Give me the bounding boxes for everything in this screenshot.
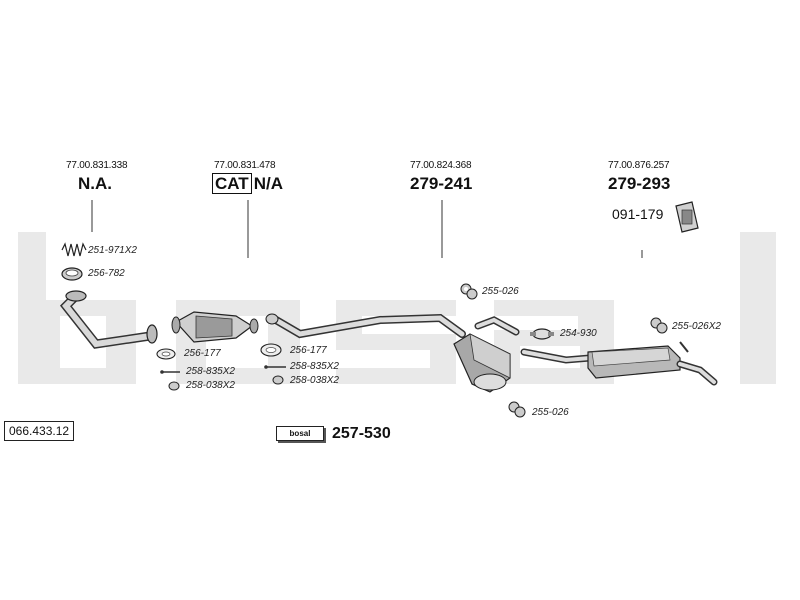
oem-number-3: 77.00.824.368 — [410, 160, 472, 171]
fixings-set-1 — [156, 348, 180, 391]
oem-number-1: 77.00.831.338 — [66, 160, 128, 171]
oem-number-4: 77.00.876.257 — [608, 160, 670, 171]
part-number-3: 279-241 — [410, 174, 473, 193]
leader-lines — [91, 200, 643, 258]
label-bolt-2: 258-835X2 — [290, 361, 339, 372]
middle-silencer — [453, 333, 511, 393]
rear-silencer — [520, 341, 718, 386]
label-clamp: 254-930 — [560, 328, 597, 339]
cat-part-value: N/A — [253, 174, 283, 193]
label-spring: 251-971X2 — [88, 245, 137, 256]
spring-part — [61, 242, 87, 257]
label-nut-2: 258-038X2 — [290, 375, 339, 386]
part-number-1: N.A. — [78, 174, 112, 193]
label-ring: 256-782 — [88, 268, 125, 279]
catalytic-converter — [171, 311, 259, 343]
label-hanger-top: 255-026 — [482, 286, 519, 297]
label-hanger-right: 255-026X2 — [672, 321, 721, 332]
middle-pipe — [265, 313, 520, 339]
diagram-code: 066.433.12 — [4, 421, 75, 441]
part-number-4: 279-293 — [608, 174, 671, 193]
kit-part-number: 257-530 — [332, 425, 391, 442]
extra-part-number: 091-179 — [612, 206, 664, 222]
cat-label: CAT — [212, 173, 252, 194]
bosal-watermark — [18, 232, 776, 384]
label-bolt-1: 258-835X2 — [186, 366, 235, 377]
clamp-part — [530, 328, 554, 340]
oem-number-2: 77.00.831.478 — [214, 160, 276, 171]
label-hanger-bottom: 255-026 — [532, 407, 569, 418]
label-gasket-1: 256-177 — [184, 348, 221, 359]
label-gasket-2: 256-177 — [290, 345, 327, 356]
label-nut-1: 258-038X2 — [186, 380, 235, 391]
hanger-bottom — [508, 401, 526, 418]
front-pipe — [59, 290, 158, 349]
bracket-part-icon — [675, 201, 699, 233]
hanger-top — [460, 283, 478, 300]
fixings-set-2 — [260, 343, 286, 385]
hanger-right — [650, 317, 668, 334]
bosal-badge-logo: bosal — [276, 426, 324, 441]
